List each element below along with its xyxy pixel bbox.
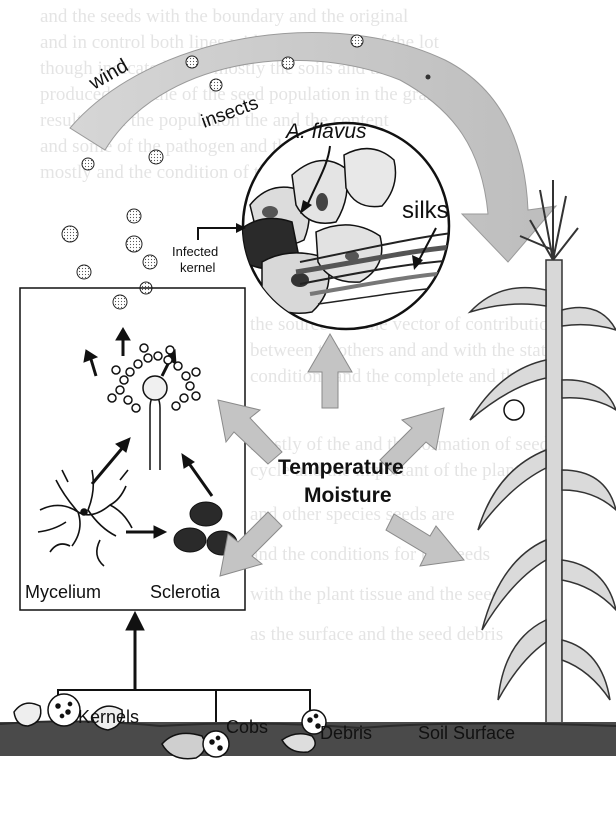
infected-kernel — [48, 694, 80, 726]
corn-leaf — [470, 288, 546, 312]
svg-text:with the plant tissue and the: with the plant tissue and the seed — [250, 584, 502, 605]
spore — [143, 255, 157, 269]
spore — [282, 57, 294, 69]
svg-text:between to others and and with: between to others and and with the state — [250, 340, 554, 361]
spore — [82, 158, 94, 170]
kernel-debris — [14, 703, 41, 726]
soil-surface-label: Soil Surface — [418, 723, 515, 743]
infected-kernel-label-line2: kernel — [180, 260, 216, 275]
a-flavus-label: A. flavus — [284, 120, 367, 143]
silks-label: silks — [402, 197, 449, 224]
corn-leaf — [562, 470, 616, 510]
svg-text:conditions and the complete an: conditions and the complete and the — [250, 366, 524, 387]
spore — [126, 236, 142, 252]
infected-kernel-pointer — [198, 228, 238, 240]
cobs-label: Cobs — [226, 717, 268, 737]
mycelium-network — [38, 470, 132, 566]
mycelium-label: Mycelium — [25, 582, 101, 602]
magnified-ear-view — [240, 123, 462, 329]
spore — [149, 150, 163, 164]
kernels-label: Kernels — [78, 707, 139, 727]
mycelium-to-conidiophore-arrow — [92, 438, 130, 484]
infected-kernel-label-line1: Infected — [172, 244, 218, 259]
debris-label: Debris — [320, 723, 372, 743]
corn-leaf — [562, 380, 616, 410]
ground-to-box-arrow — [126, 612, 144, 690]
corn-leaf — [562, 560, 616, 610]
spore — [77, 265, 91, 279]
spore — [351, 35, 363, 47]
temperature-label: Temperature — [278, 456, 404, 479]
corn-stalk — [546, 260, 562, 742]
sclerotia-to-conidiophore-arrow — [182, 454, 212, 496]
spore — [62, 226, 78, 242]
spore — [186, 56, 198, 68]
corn-leaf — [562, 640, 610, 700]
small-spore — [426, 75, 431, 80]
spore — [210, 79, 222, 91]
svg-text:as the surface and the seed de: as the surface and the seed debris — [250, 624, 503, 645]
fungal-lifecycle-box — [20, 288, 245, 610]
svg-text:and other species seeds are: and other species seeds are — [250, 504, 455, 525]
spore — [113, 295, 127, 309]
corn-ear-marker — [504, 400, 524, 420]
kernel — [344, 149, 396, 207]
sclerotia-label: Sclerotia — [150, 582, 221, 602]
moisture-label: Moisture — [304, 484, 392, 507]
corn-leaf — [562, 308, 616, 331]
svg-text:and the seeds with the boundar: and the seeds with the boundary and the … — [40, 6, 408, 27]
corn-leaf — [498, 620, 546, 700]
spore — [127, 209, 141, 223]
conidiophore — [108, 344, 200, 470]
